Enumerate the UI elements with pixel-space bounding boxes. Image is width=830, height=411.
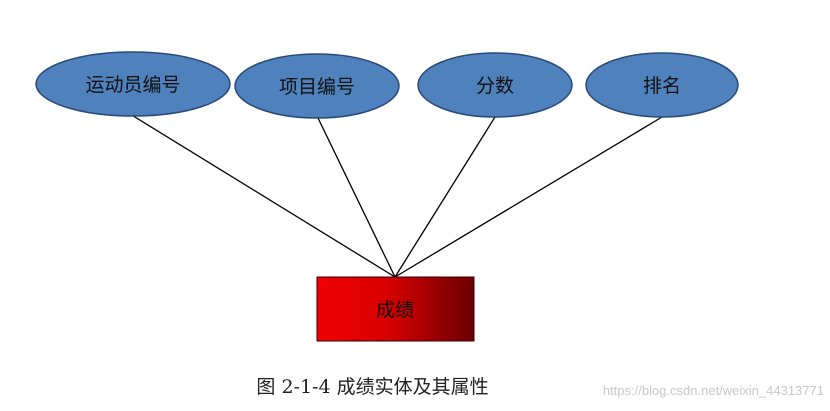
- attribute-node: 项目编号: [234, 53, 400, 119]
- entity-label: 成绩: [376, 299, 414, 321]
- attribute-label: 项目编号: [279, 76, 355, 98]
- figure-caption: 图 2-1-4 成绩实体及其属性: [256, 376, 489, 398]
- connector-line: [129, 113, 396, 278]
- attribute-node: 分数: [417, 52, 573, 118]
- attribute-label: 运动员编号: [85, 74, 180, 96]
- attribute-label: 排名: [643, 75, 681, 97]
- er-diagram: 运动员编号 项目编号 分数 排名 成绩: [35, 51, 739, 342]
- attribute-node: 运动员编号: [35, 51, 231, 117]
- connector-line: [394, 116, 496, 278]
- attribute-node: 排名: [585, 52, 739, 118]
- connector-line: [394, 116, 663, 278]
- watermark: https://blog.csdn.net/weixin_44313771: [602, 383, 824, 398]
- connector-line: [317, 117, 396, 278]
- entity-node: 成绩: [316, 276, 475, 342]
- attribute-label: 分数: [476, 75, 514, 97]
